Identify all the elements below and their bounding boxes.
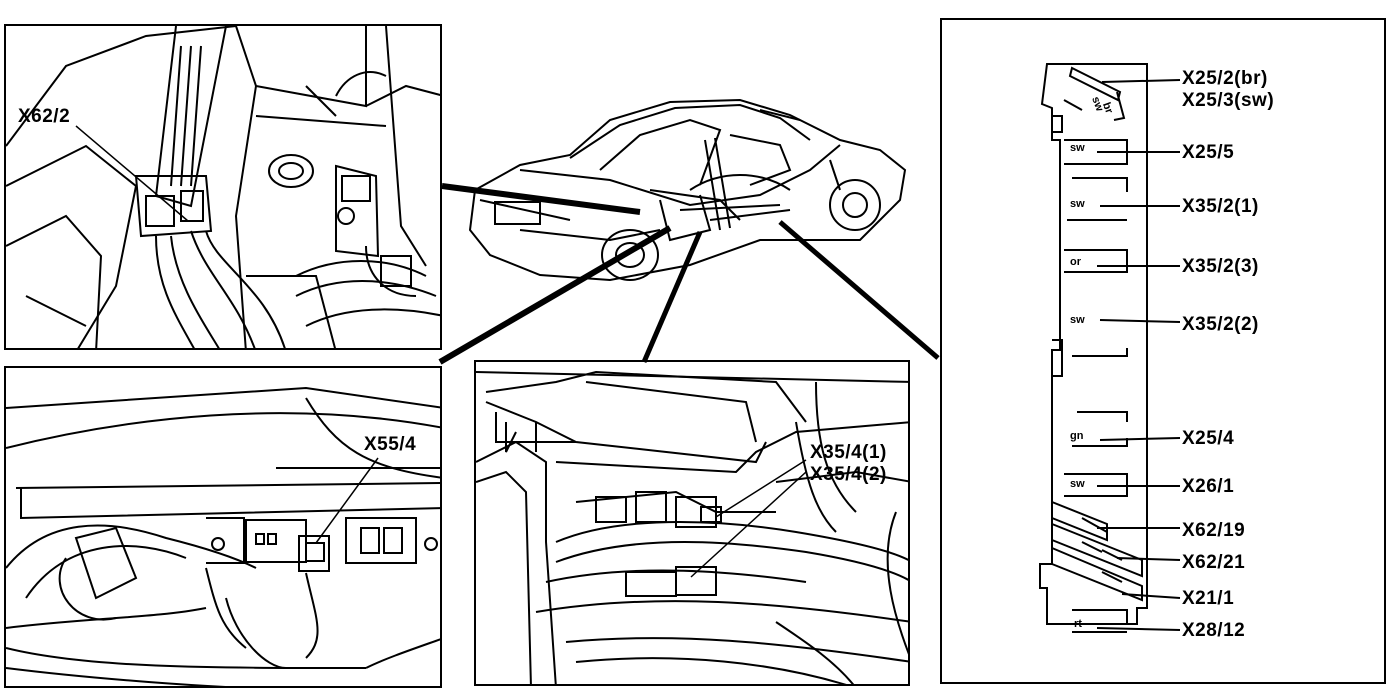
socket-text-sw-2: sw: [1070, 198, 1085, 210]
panel-top-left-detail: X62/2: [4, 24, 442, 350]
bottom-left-drawing: [6, 386, 440, 686]
label-x25-2-br: X25/2(br): [1182, 68, 1268, 89]
top-left-drawing: [6, 26, 440, 348]
socket-text-rt: rt: [1074, 618, 1082, 630]
label-x35-2-3: X35/2(3): [1182, 256, 1259, 277]
label-x62-21: X62/21: [1182, 552, 1246, 573]
label-x35-2-2: X35/2(2): [1182, 314, 1259, 335]
socket-text-sw-4: sw: [1070, 478, 1085, 490]
label-x21-1: X21/1: [1182, 588, 1235, 609]
socket-text-gn: gn: [1070, 430, 1084, 442]
bottom-middle-drawing: [476, 370, 908, 684]
socket-text-or: or: [1070, 256, 1081, 268]
panel-bottom-left-detail: X55/4: [4, 366, 442, 688]
callout-x35-4-1: X35/4(1): [810, 442, 887, 463]
socket-text-sw-3: sw: [1070, 314, 1085, 326]
callout-x62-2: X62/2: [18, 106, 71, 127]
callout-x35-4-2: X35/4(2): [810, 464, 887, 485]
label-x25-4: X25/4: [1182, 428, 1235, 449]
panel-right-connector-strip: br sw sw sw or sw gn sw rt X25/2(br) X25…: [940, 18, 1386, 684]
label-x62-19: X62/19: [1182, 520, 1246, 541]
label-x28-12: X28/12: [1182, 620, 1246, 641]
connector-strip-drawing: [1039, 63, 1181, 633]
panel-bottom-middle-detail: X35/4(1) X35/4(2): [474, 360, 910, 686]
label-x25-3-sw: X25/3(sw): [1182, 90, 1275, 111]
callout-x55-4: X55/4: [364, 434, 417, 455]
socket-text-sw-1: sw: [1070, 142, 1085, 154]
label-x35-2-1: X35/2(1): [1182, 196, 1259, 217]
label-x26-1: X26/1: [1182, 476, 1235, 497]
label-x25-5: X25/5: [1182, 142, 1235, 163]
car-overview-drawing: [468, 98, 907, 282]
